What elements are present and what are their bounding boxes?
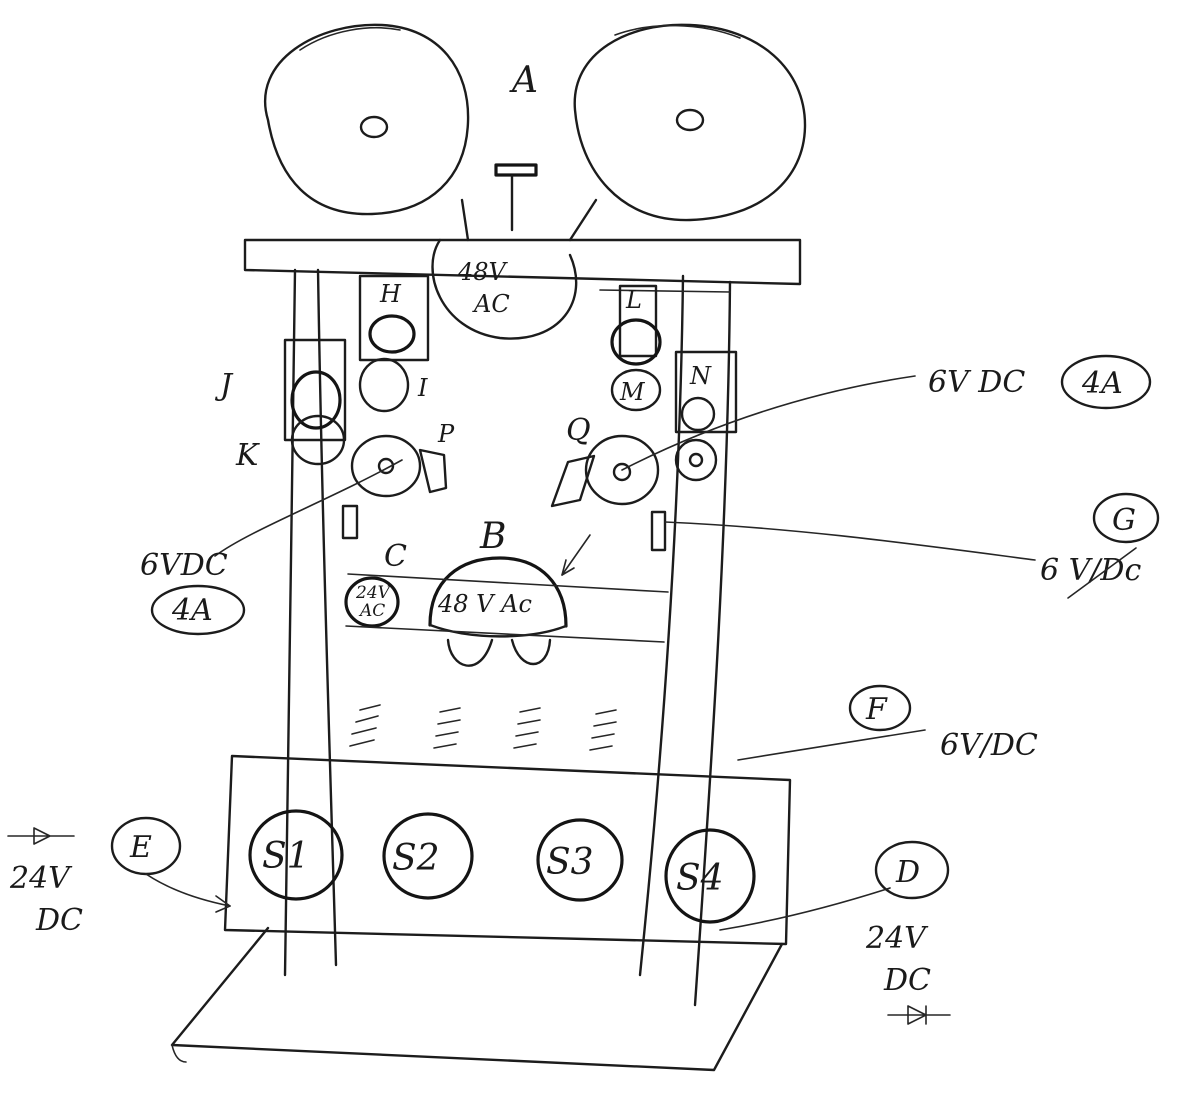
reel-left — [264, 23, 470, 216]
switch-s2 — [382, 812, 474, 900]
motor-b-arrowhead — [561, 559, 575, 576]
motor-b-base — [428, 623, 568, 638]
roller-h — [368, 314, 416, 354]
label-n: N — [689, 362, 712, 390]
g-slash — [1067, 547, 1137, 599]
label-q: Q — [566, 413, 591, 448]
upper-crossbar — [599, 289, 731, 293]
motor-q-shaft — [612, 462, 632, 482]
top-bar-circle — [431, 238, 578, 340]
leader-e-arrowhead — [215, 895, 231, 913]
diode-d-icon — [887, 1005, 951, 1025]
f-circle — [848, 684, 912, 732]
switch-s1-label: S1 — [262, 836, 310, 877]
sensor-right — [650, 510, 667, 552]
label-e: E — [129, 830, 152, 865]
roller-i — [358, 357, 410, 413]
motor-p-clamp — [418, 448, 448, 494]
f-supply-label: 6V/DC — [940, 728, 1038, 763]
left-current-label: 4A — [171, 593, 213, 628]
e-supply-label-2: DC — [35, 903, 83, 938]
label-c: C — [384, 539, 407, 574]
label-d: D — [895, 855, 920, 890]
roller-n — [680, 396, 716, 432]
switch-s3-label: S3 — [546, 842, 594, 883]
label-p: P — [437, 420, 455, 448]
leader-left-supply — [214, 459, 403, 557]
right-current-circle — [1060, 354, 1152, 410]
label-i: I — [417, 374, 428, 402]
label-a: A — [509, 60, 538, 101]
leader-g — [664, 521, 1036, 561]
top-bar-voltage-2: AC — [472, 290, 510, 318]
reel-right-strut — [568, 198, 598, 242]
top-bar — [243, 238, 802, 286]
motor-b-leg-left — [446, 638, 494, 667]
right-supply-label: 6V DC — [928, 365, 1025, 400]
motor-c — [344, 576, 400, 628]
motor-bar-top — [347, 573, 669, 593]
d-circle — [874, 840, 950, 900]
label-k: K — [235, 438, 260, 473]
roller-n2 — [674, 438, 718, 482]
left-rails — [283, 268, 338, 977]
d-supply-label-2: DC — [883, 963, 931, 998]
roller-j — [290, 370, 342, 430]
roller-k — [290, 414, 346, 466]
roller-m — [610, 368, 662, 412]
motor-p-shaft — [377, 457, 395, 475]
left-supply-label: 6VDC — [140, 548, 228, 583]
motor-c-voltage-1: 24V — [355, 583, 392, 603]
diode-e-icon — [7, 827, 75, 845]
leader-f — [737, 729, 926, 761]
switch-panel — [223, 754, 792, 946]
motor-bar-bottom — [345, 625, 665, 643]
roller-l — [610, 318, 662, 366]
label-b: B — [479, 516, 506, 557]
switch-s2-label: S2 — [392, 838, 440, 879]
motor-q — [584, 434, 660, 506]
switch-s4-label: S4 — [676, 858, 724, 899]
switch-s3 — [536, 818, 624, 902]
motor-c-voltage-2: AC — [358, 601, 385, 621]
left-current-circle — [150, 584, 246, 636]
motor-b-leg-right — [510, 638, 552, 666]
label-l: L — [625, 286, 642, 314]
g-circle — [1092, 492, 1160, 544]
e-supply-label-1: 24V — [9, 861, 73, 896]
sensor-left — [341, 504, 359, 540]
base-plate — [170, 926, 784, 1072]
motor-b-arrow — [561, 534, 591, 576]
label-j: J — [214, 368, 234, 403]
motor-b-voltage: 48 V Ac — [437, 590, 532, 618]
leader-d — [719, 887, 891, 931]
g-supply-label: 6 V/Dc — [1040, 553, 1141, 588]
top-bar-voltage-1: 48V — [457, 258, 509, 286]
bracket-l — [618, 284, 658, 358]
label-h: H — [379, 280, 402, 308]
label-m: M — [619, 378, 646, 406]
leader-e — [145, 873, 231, 907]
label-f: F — [865, 692, 888, 727]
bracket-j — [283, 338, 347, 442]
roller-n2-shaft — [688, 452, 704, 468]
right-current-label: 4A — [1081, 366, 1123, 401]
tape-head — [494, 163, 538, 177]
reel-left-strut — [460, 198, 470, 242]
motor-q-clamp — [550, 454, 596, 508]
leader-right-supply — [621, 375, 916, 471]
switch-s1 — [248, 809, 344, 901]
motor-b-dome — [428, 556, 568, 628]
label-g: G — [1112, 503, 1136, 538]
base-plate-corner — [171, 1044, 187, 1063]
springs — [349, 704, 617, 751]
d-supply-label-1: 24V — [865, 921, 929, 956]
reel-right — [573, 23, 807, 222]
motor-p — [350, 434, 422, 498]
right-rails — [638, 274, 732, 1007]
switch-s4 — [664, 828, 756, 924]
